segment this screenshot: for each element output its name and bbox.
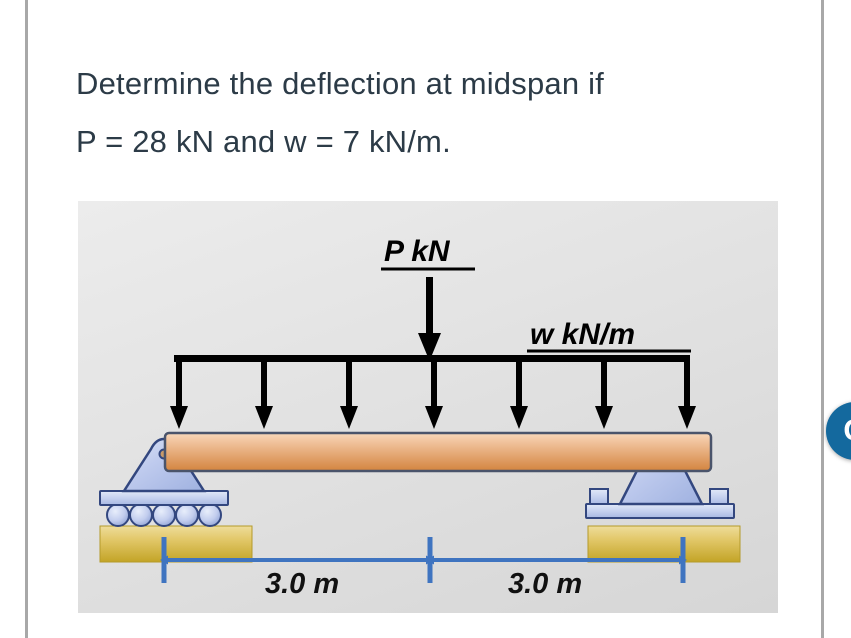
page-left-border [25, 0, 28, 638]
load-arrow [425, 359, 443, 429]
point-load-label: P kN [384, 235, 451, 268]
load-arrow [170, 359, 188, 429]
point-load-arrow-stem [426, 277, 433, 343]
dimension-label-left: 3.0 m [265, 568, 339, 600]
load-arrow [340, 359, 358, 429]
dimension-label-right: 3.0 m [508, 568, 582, 600]
load-arrow [595, 359, 613, 429]
search-icon[interactable]: Q [826, 402, 851, 460]
load-arrow [255, 359, 273, 429]
distributed-load-group: w kN/m [170, 318, 696, 429]
beam-diagram-svg: w kN/m P kN 3.0 m 3.0 m [99, 235, 741, 600]
ground-blocks [99, 525, 741, 563]
distributed-load-arrows [170, 359, 696, 429]
point-load-arrow-head [418, 333, 441, 361]
dimension-group: 3.0 m 3.0 m [160, 537, 687, 600]
point-load-group: P kN [381, 235, 475, 361]
load-arrow [510, 359, 528, 429]
right-support-block-left [589, 488, 609, 506]
page-right-border [821, 0, 824, 638]
load-arrow [678, 359, 696, 429]
right-support-plate [585, 503, 735, 519]
beam [163, 431, 713, 473]
distributed-load-label: w kN/m [530, 318, 635, 351]
roller-wheels [106, 503, 222, 527]
beam-diagram-figure: w kN/m P kN 3.0 m 3.0 m [78, 201, 778, 613]
ground-block-left [99, 525, 253, 563]
question-prompt: Determine the deflection at midspan if P… [76, 66, 604, 159]
left-support-plate [99, 490, 229, 506]
distributed-load-bar [174, 355, 690, 362]
right-support-block-right [709, 488, 729, 506]
ground-block-right [587, 525, 741, 563]
